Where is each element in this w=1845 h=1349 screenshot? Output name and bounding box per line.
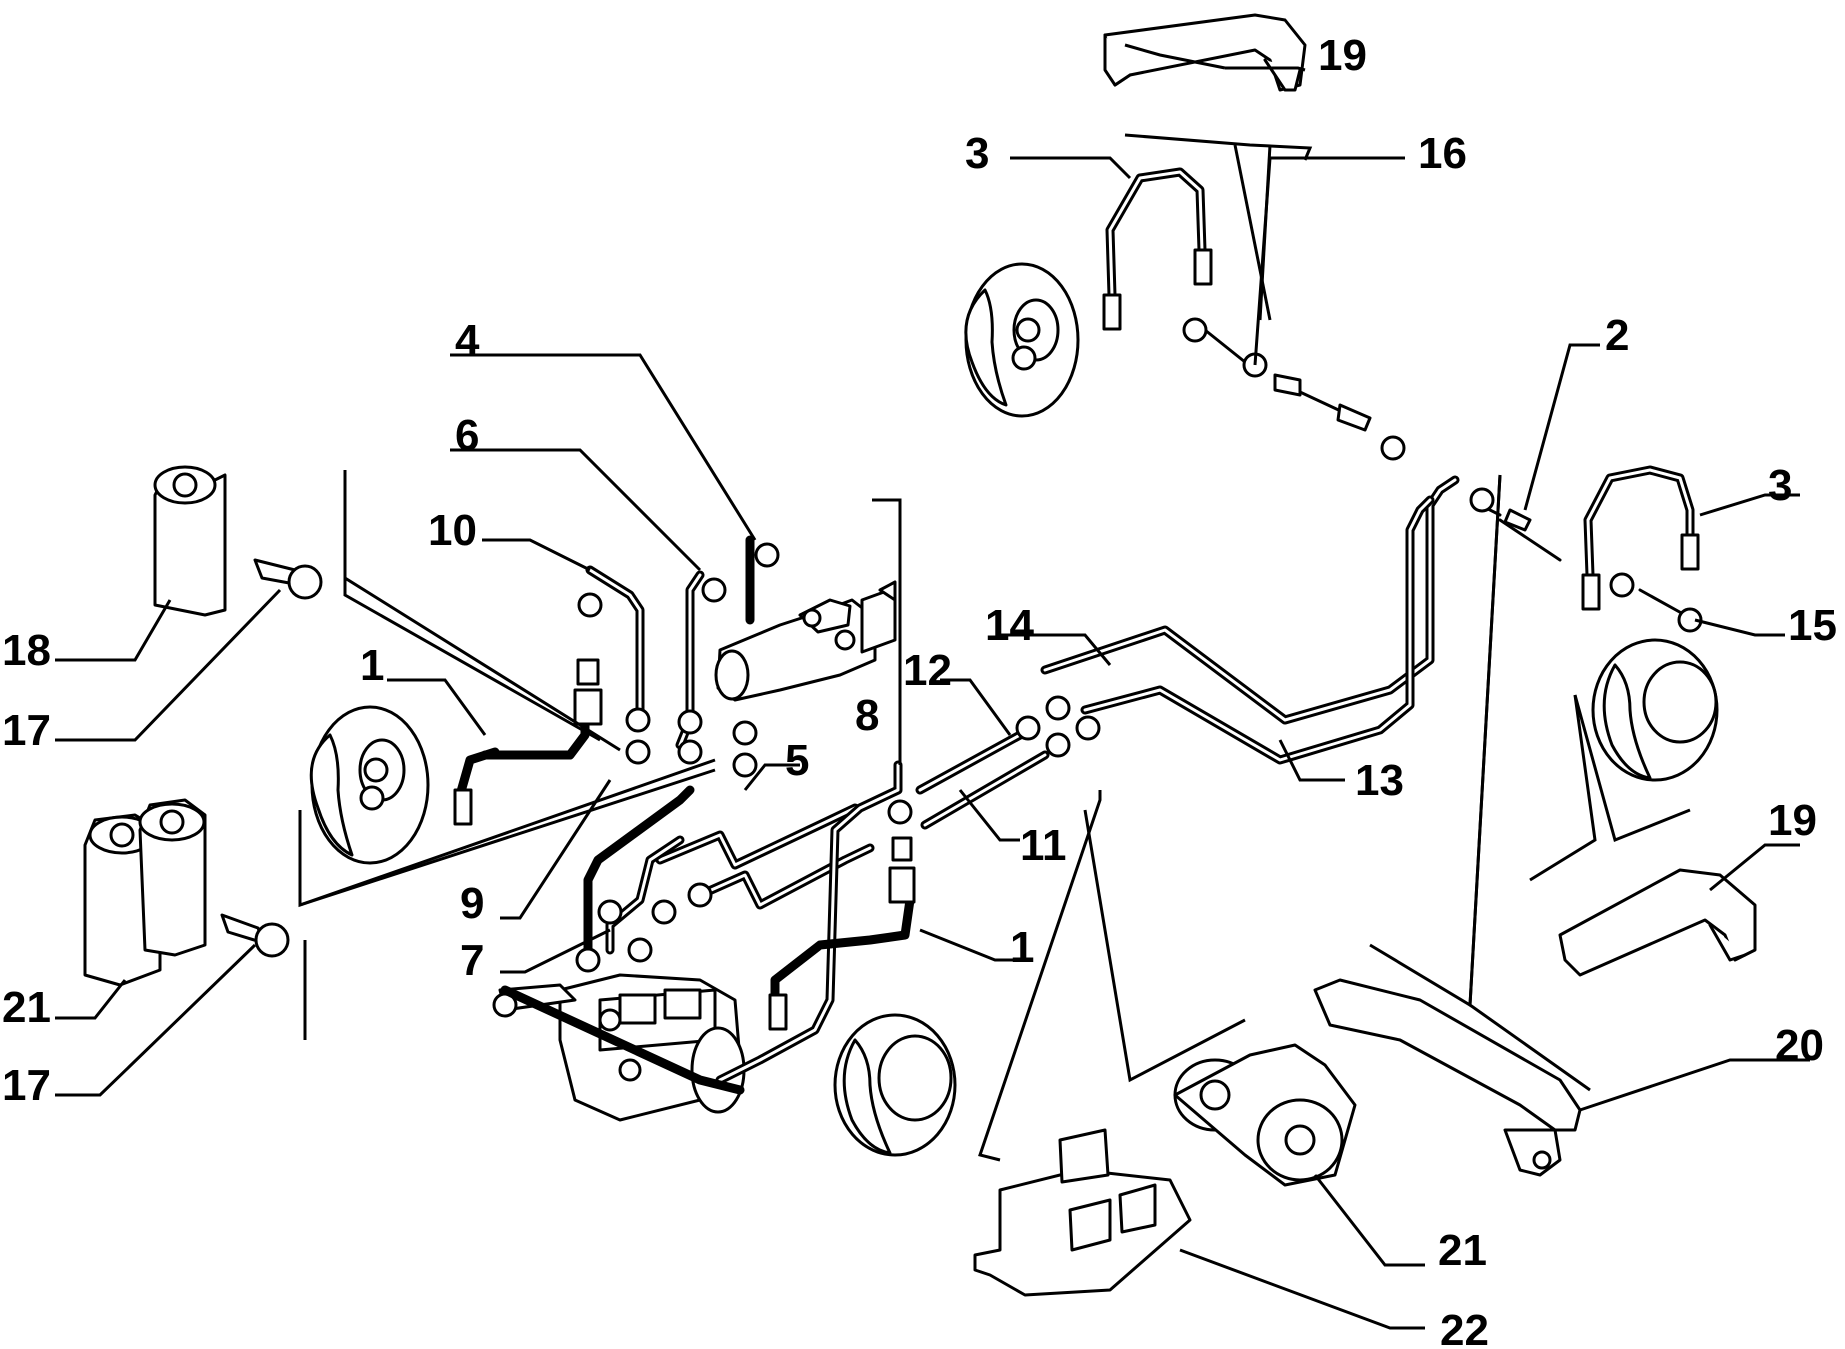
callout-12: 12 [903, 646, 952, 695]
pipe-clip-18 [153, 465, 227, 617]
callout-20: 20 [1775, 1021, 1824, 1070]
double-pipe-clip-21-bottom [1173, 1043, 1357, 1187]
callout-21-left: 21 [2, 983, 51, 1032]
grouping-lines [298, 133, 1691, 1162]
double-pipe-clip-21-left [83, 798, 207, 987]
callout-1-right: 1 [1010, 923, 1034, 972]
callout-labels: 19 16 3 2 3 15 4 6 10 1 18 17 14 12 8 5 … [2, 31, 1837, 1349]
callout-6: 6 [455, 411, 479, 460]
callout-7: 7 [460, 936, 484, 985]
callout-9: 9 [460, 879, 484, 928]
master-cylinder [714, 580, 897, 702]
callout-5: 5 [785, 736, 809, 785]
callout-3-top: 3 [965, 129, 989, 178]
brake-disc-front-left [309, 705, 430, 865]
callout-22: 22 [1440, 1306, 1489, 1349]
bolt-17-top [253, 558, 323, 600]
callout-leaders [55, 43, 1810, 1330]
callout-17-top: 17 [2, 706, 51, 755]
callout-3-right: 3 [1768, 461, 1792, 510]
pipe-grommet-19-right [1558, 868, 1757, 977]
callout-15: 15 [1788, 601, 1837, 650]
callout-10: 10 [428, 506, 477, 555]
pipe-grommet-19-top [1103, 13, 1307, 92]
brake-disc-rear-top [964, 262, 1080, 418]
callout-13: 13 [1355, 756, 1404, 805]
callout-8: 8 [855, 691, 879, 740]
brake-drum-rear-right [1591, 638, 1719, 782]
pipe-support-bracket-22 [973, 1128, 1192, 1297]
callout-16: 16 [1418, 129, 1467, 178]
callout-19-right: 19 [1768, 796, 1817, 845]
callout-2: 2 [1605, 311, 1629, 360]
abs-hydraulic-unit [492, 973, 746, 1122]
callout-18: 18 [2, 626, 51, 675]
callout-14: 14 [985, 601, 1034, 650]
callout-11: 11 [1020, 821, 1067, 870]
bolt-17-bottom [220, 913, 290, 958]
brake-drum-front-right [833, 1013, 957, 1157]
callout-17-bottom: 17 [2, 1061, 51, 1110]
callout-19-top: 19 [1318, 31, 1367, 80]
callout-4: 4 [455, 316, 480, 365]
pipe-bracket-20 [1313, 978, 1582, 1177]
callout-21-bottom: 21 [1438, 1226, 1487, 1275]
callout-1-left: 1 [360, 641, 384, 690]
pipe-fittings [453, 248, 1703, 1031]
